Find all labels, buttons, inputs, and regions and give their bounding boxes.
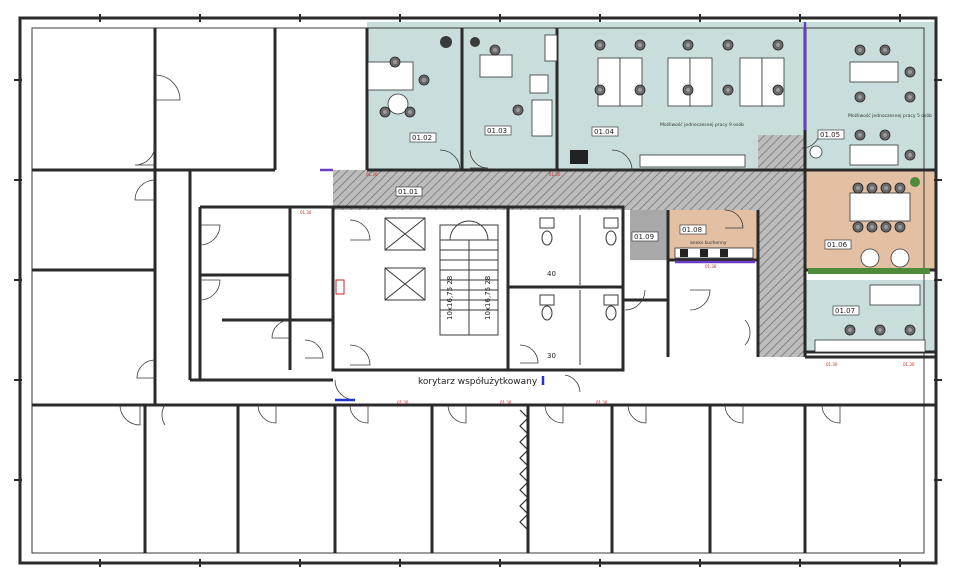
- elevators: [384, 217, 426, 301]
- door-swings: [119, 74, 841, 426]
- furniture-01-02: [367, 36, 452, 118]
- corridor-label: korytarz współużytkowany: [418, 376, 538, 387]
- room-note-01-04: Możliwość jednoczesnej pracy 9 osób: [660, 121, 744, 128]
- room-fill-01-03: [462, 22, 557, 170]
- purple-walls: [320, 22, 807, 264]
- svg-text:01.30: 01.30: [366, 172, 378, 177]
- furniture-01-07: [814, 284, 926, 353]
- room-label-01-04: 01.04: [594, 128, 615, 136]
- svg-text:01.30: 01.30: [549, 172, 561, 177]
- folding-partition: [519, 409, 529, 531]
- svg-text:01.30: 01.30: [397, 400, 409, 405]
- kitchen-note: aneks kuchenny: [690, 240, 727, 246]
- room-label-01-03: 01.03: [487, 127, 507, 135]
- core-walls: [331, 205, 760, 372]
- left-wing-walls: [32, 28, 369, 405]
- room-note-01-05: Możliwość jednoczesnej pracy 5 osób: [848, 112, 932, 119]
- red-marks: 01.30 01.30 01.30 01.30 01.30 01.30 01.3…: [300, 172, 915, 405]
- stair-label-right: 10x16,75 28: [484, 276, 492, 320]
- room-label-01-08: 01.08: [682, 226, 702, 234]
- wc-number-lower: 30: [547, 352, 556, 360]
- room-label-01-01: 01.01: [398, 188, 418, 196]
- stair-label-left: 10x16,75 28: [446, 276, 454, 320]
- furniture-01-04: [570, 39, 785, 168]
- svg-text:01.30: 01.30: [705, 264, 717, 269]
- room-label-01-02: 01.02: [412, 134, 432, 142]
- furniture-01-03: [470, 34, 558, 137]
- blue-walls: [335, 376, 545, 402]
- furniture-kitchen: [674, 247, 754, 259]
- room-label-01-06: 01.06: [827, 241, 848, 249]
- hatched-corridor-right: [758, 135, 804, 357]
- room-label-01-07: 01.07: [835, 307, 855, 315]
- staircase: [439, 220, 499, 336]
- building-outline: [18, 16, 938, 565]
- bottom-wing-walls: [32, 355, 936, 553]
- furniture-01-05: [809, 44, 916, 166]
- room-label-01-09: 01.09: [634, 233, 654, 241]
- window-ticks: [14, 14, 942, 567]
- svg-text:01.30: 01.30: [300, 210, 312, 215]
- wc-number-upper: 40: [547, 270, 556, 278]
- svg-text:01.30: 01.30: [903, 362, 915, 367]
- svg-text:01.30: 01.30: [596, 400, 608, 405]
- svg-text:01.30: 01.30: [500, 400, 512, 405]
- room-label-01-05: 01.05: [820, 131, 840, 139]
- furniture-01-06: [808, 177, 930, 274]
- wc-fixtures: [539, 215, 619, 365]
- svg-text:01.30: 01.30: [826, 362, 838, 367]
